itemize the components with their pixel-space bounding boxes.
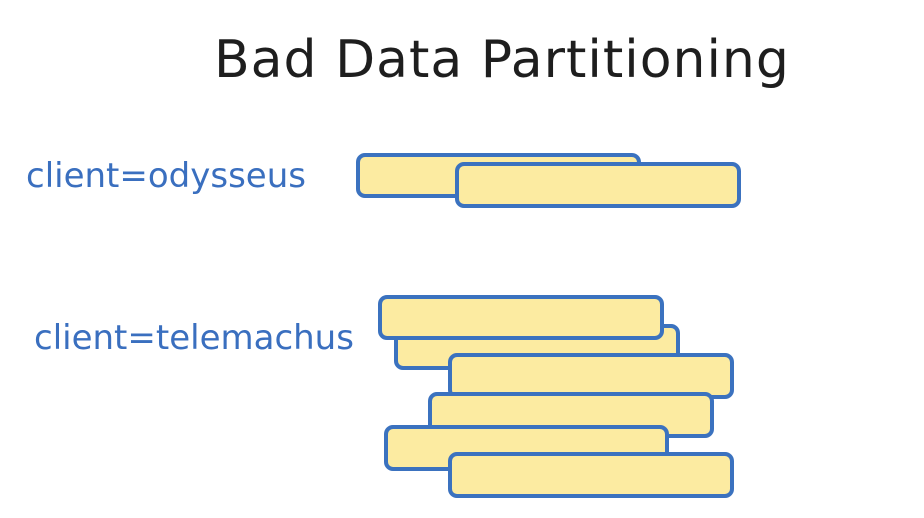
diagram-title: Bad Data Partitioning — [214, 30, 790, 90]
partition-label-telemachus: client=telemachus — [34, 318, 354, 358]
file-block — [455, 162, 741, 208]
file-block — [378, 295, 664, 340]
partition-label-odysseus: client=odysseus — [26, 156, 306, 196]
file-block — [448, 452, 734, 498]
